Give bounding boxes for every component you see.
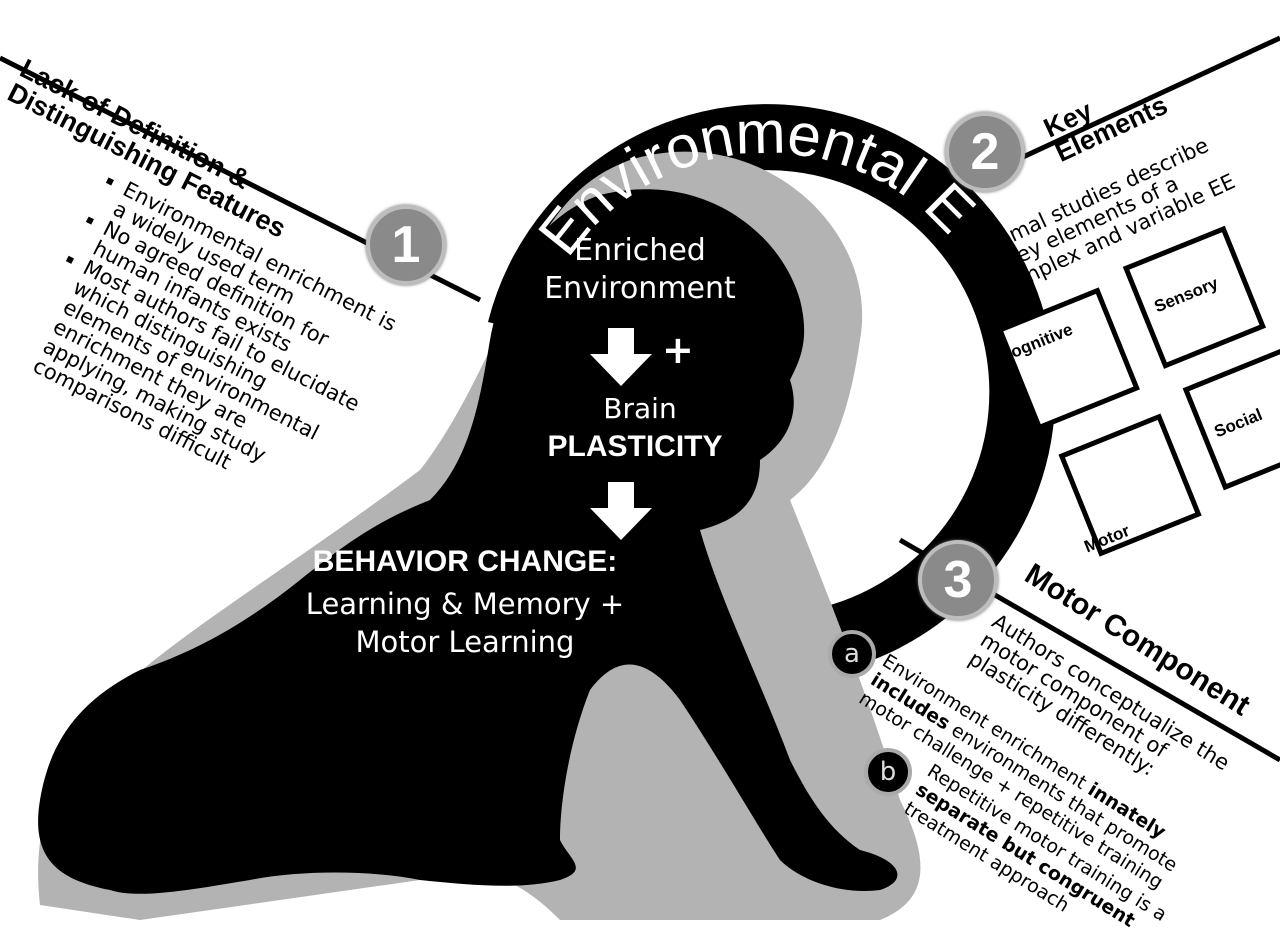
puzzle <box>996 225 1280 557</box>
center-enriched: Enriched Environment <box>520 232 760 308</box>
center-learning: Learning & Memory + Motor Learning <box>240 585 690 661</box>
badge-2: 2 <box>945 112 1025 192</box>
baby-silhouette <box>38 189 898 894</box>
center-line2: Environment <box>544 271 736 306</box>
plus-sign: + <box>662 328 694 372</box>
center-line1: Enriched <box>574 233 706 268</box>
center-behavior: BEHAVIOR CHANGE: <box>312 545 618 578</box>
center-brain: Brain <box>603 392 677 425</box>
center-learning-line: Learning & Memory + <box>305 587 625 621</box>
puzzle-piece-motor <box>1058 413 1202 557</box>
badge-3: 3 <box>918 540 998 620</box>
center-plasticity: PLASTICITY <box>547 430 723 463</box>
puzzle-piece-cognitive <box>996 287 1140 431</box>
center-motor-line: Motor Learning <box>355 625 575 659</box>
puzzle-piece-social <box>1182 347 1280 491</box>
down-arrow-icon <box>590 328 652 386</box>
puzzle-piece-sensory <box>1122 225 1267 369</box>
badge-1: 1 <box>366 205 446 285</box>
marker-a: a <box>828 630 876 678</box>
marker-b: b <box>864 748 912 796</box>
down-arrow-icon <box>590 482 652 540</box>
